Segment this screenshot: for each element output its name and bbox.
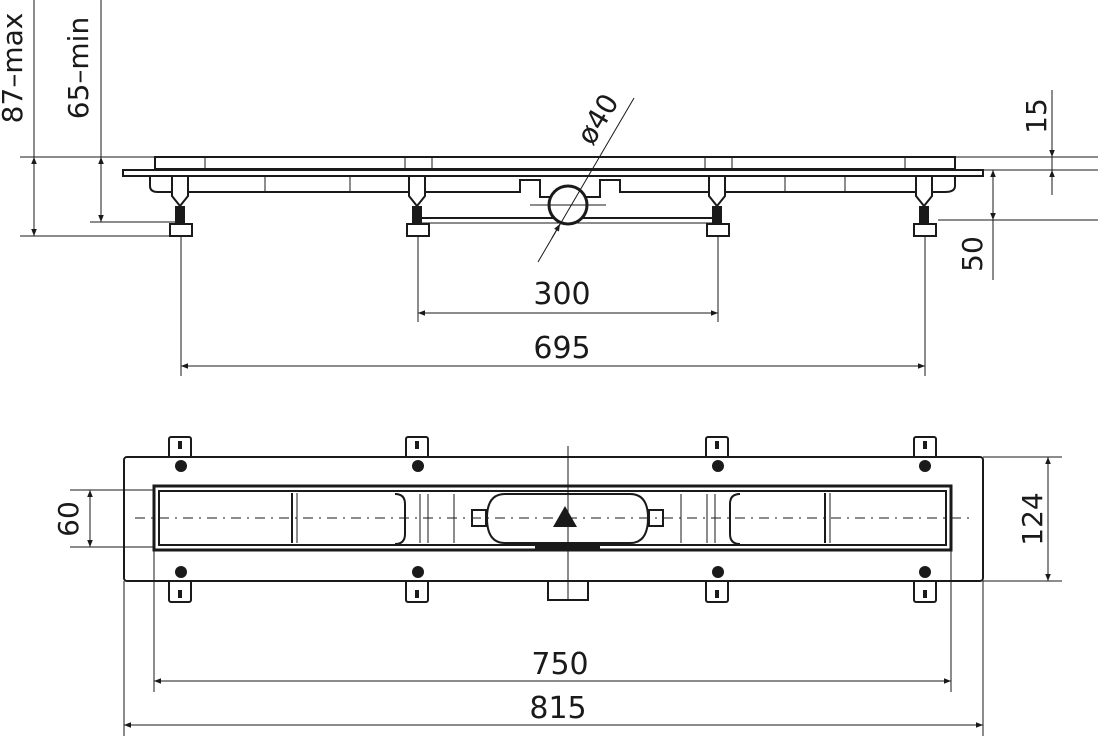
dim-channel-length: 750 — [531, 647, 588, 682]
side-grate — [154, 156, 956, 170]
dim-overall-length: 815 — [529, 691, 586, 726]
dim-height-min: 65–min — [62, 17, 95, 119]
dim-grate-height: 15 — [1020, 98, 1053, 134]
side-foot-4 — [913, 175, 937, 237]
side-view: 87–max 65–min ø40 15 50 300 695 — [0, 0, 1098, 376]
dim-outer-feet-spacing: 695 — [533, 331, 590, 366]
mount-tabs-top — [168, 436, 937, 460]
screw-holes — [175, 460, 931, 578]
dim-channel-width: 60 — [52, 501, 85, 537]
side-foot-3 — [706, 175, 730, 237]
side-foot-1 — [169, 175, 193, 237]
top-view: 60 124 750 815 — [52, 436, 1062, 736]
siphon-marker-icon — [553, 506, 577, 527]
dim-pipe-diameter: ø40 — [570, 88, 625, 150]
dim-inner-feet-spacing: 300 — [533, 277, 590, 312]
mount-tabs-bottom — [168, 579, 937, 603]
side-flange — [122, 169, 984, 177]
dim-flange-width: 124 — [1016, 492, 1049, 545]
dim-foot-height: 50 — [956, 236, 989, 272]
side-foot-2 — [406, 175, 430, 237]
dim-height-max: 87–max — [0, 13, 29, 124]
